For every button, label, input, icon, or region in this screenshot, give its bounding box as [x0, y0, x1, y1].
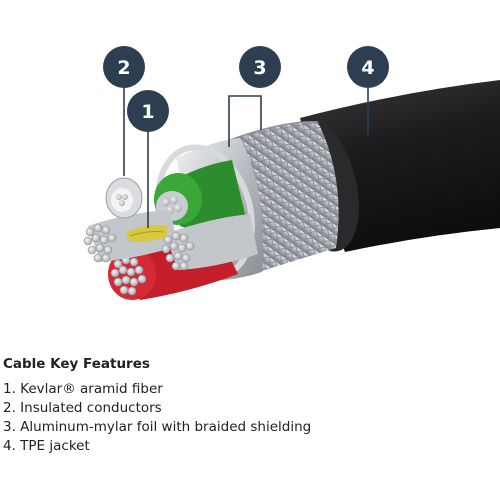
features-title: Cable Key Features — [3, 356, 150, 372]
callout-number-1: 1 — [141, 101, 154, 123]
callout-number-4: 4 — [361, 57, 374, 79]
feature-item-jacket: 4. TPE jacket — [3, 438, 90, 454]
kevlar-fiber — [126, 224, 168, 242]
feature-item-kevlar: 1. Kevlar® aramid fiber — [3, 381, 163, 397]
callout-badge-3: 3 — [239, 46, 281, 88]
cable-key-features: Cable Key Features 1. Kevlar® aramid fib… — [3, 356, 311, 456]
small-insulated-conductor — [105, 177, 143, 219]
callout-number-3: 3 — [253, 57, 266, 79]
feature-item-shielding: 3. Aluminum-mylar foil with braided shie… — [3, 419, 312, 435]
callout-leader-lines — [123, 86, 369, 228]
leader-line-3 — [228, 95, 262, 147]
callout-number-2: 2 — [117, 57, 130, 79]
bare-wire-bundle-center — [161, 214, 258, 271]
features-list: 1. Kevlar® aramid fiber 2. Insulated con… — [3, 380, 311, 456]
callout-badge-4: 4 — [347, 46, 389, 88]
callout-badge-2: 2 — [103, 46, 145, 88]
feature-item-conductors: 2. Insulated conductors — [3, 400, 162, 416]
callout-badge-1: 1 — [127, 90, 169, 132]
cable-illustration: 2 1 3 4 — [83, 46, 500, 300]
